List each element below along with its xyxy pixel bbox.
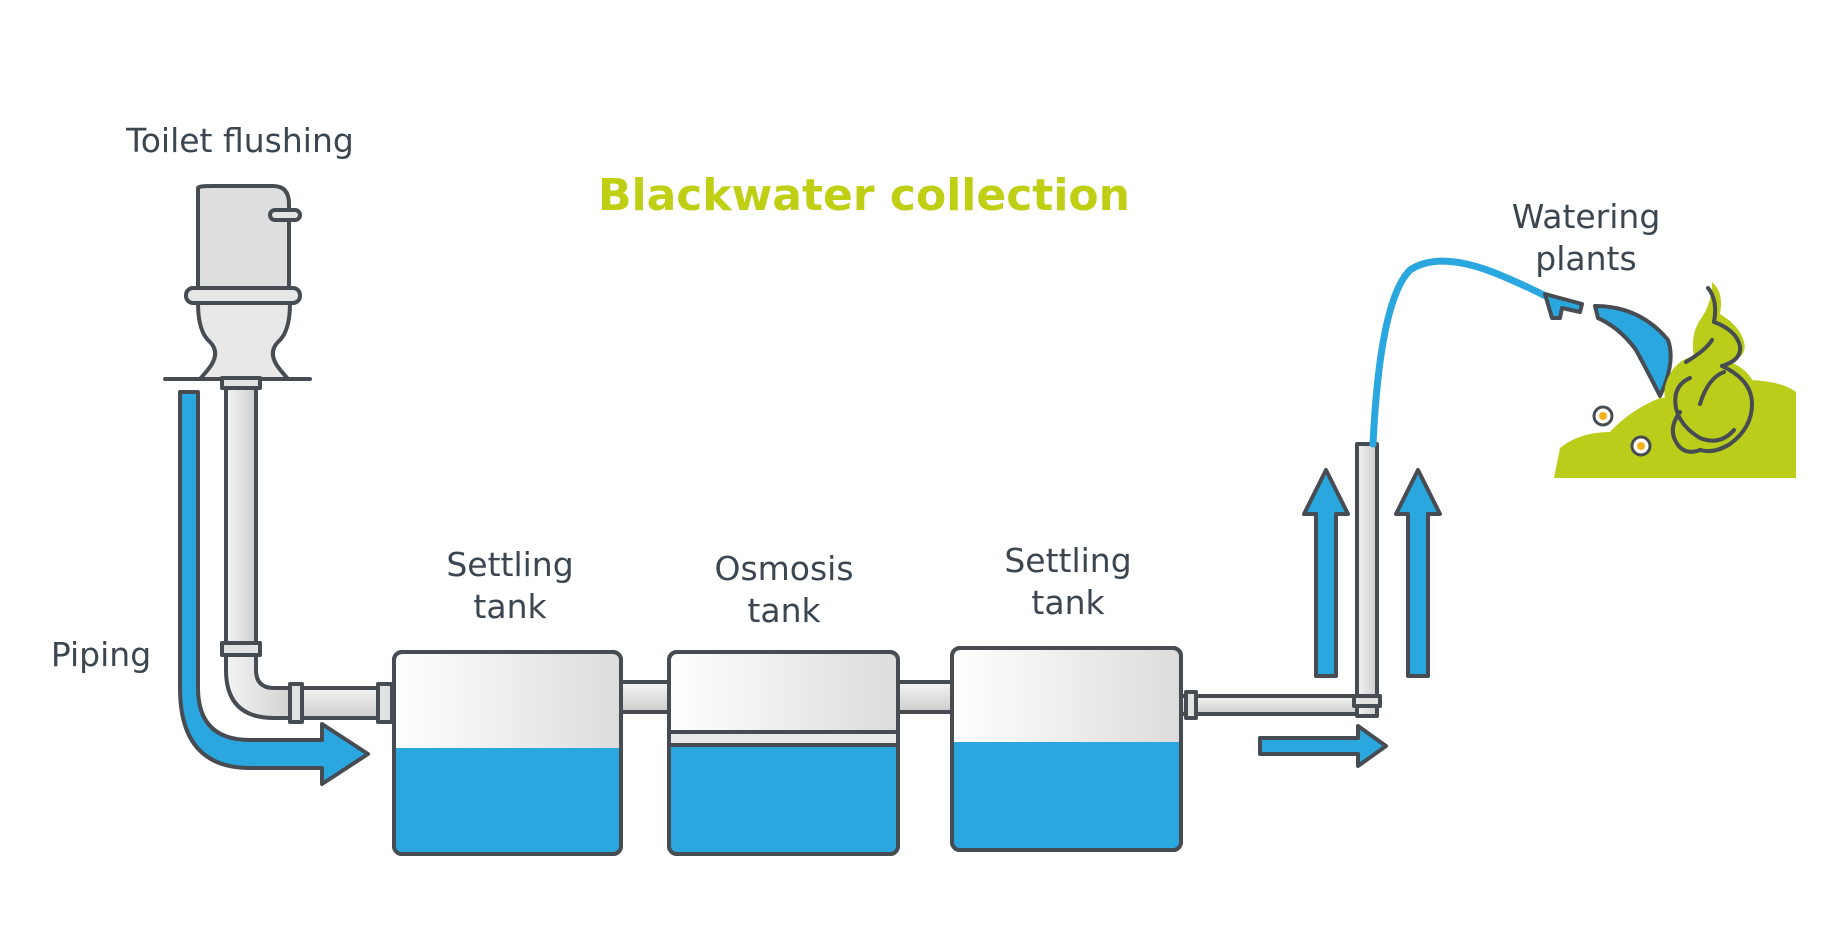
settling-tank-2 xyxy=(950,646,1183,852)
up-flow-arrow-right xyxy=(1394,468,1442,678)
settling-tank-2-label-line2: tank xyxy=(1031,583,1105,622)
watering-plants-label-line2: plants xyxy=(1535,239,1637,278)
tank-connector-pipes xyxy=(619,680,954,714)
horizontal-flow-arrow xyxy=(1258,724,1388,768)
outlet-flow-arrows xyxy=(1258,468,1442,768)
plant-icon xyxy=(1554,282,1796,478)
flower-icon xyxy=(1592,405,1652,457)
watering-plants-label: Watering plants xyxy=(1496,196,1676,280)
diagram-title: Blackwater collection xyxy=(598,170,1130,221)
watering-plants-label-line1: Watering xyxy=(1511,197,1661,236)
settling-tank-1-label: Settling tank xyxy=(420,544,600,628)
piping-flow-arrow xyxy=(178,390,370,786)
settling-tank-1-label-line2: tank xyxy=(473,587,547,626)
osmosis-tank-label: Osmosis tank xyxy=(694,548,874,632)
up-flow-arrow-left xyxy=(1302,468,1350,678)
settling-tank-2-label-line1: Settling xyxy=(1004,541,1132,580)
hose-icon xyxy=(1369,257,1673,448)
piping-label: Piping xyxy=(50,635,152,674)
outlet-pipe xyxy=(1179,442,1382,720)
toilet-drain-pipe xyxy=(220,376,396,724)
toilet-icon xyxy=(163,184,312,381)
toilet-flushing-label: Toilet flushing xyxy=(126,121,354,160)
settling-tank-1-label-line1: Settling xyxy=(446,545,574,584)
osmosis-tank-label-line2: tank xyxy=(747,591,821,630)
osmosis-tank xyxy=(667,650,900,856)
settling-tank-1 xyxy=(392,650,623,856)
settling-tank-2-label: Settling tank xyxy=(978,540,1158,624)
osmosis-tank-label-line1: Osmosis xyxy=(714,549,854,588)
